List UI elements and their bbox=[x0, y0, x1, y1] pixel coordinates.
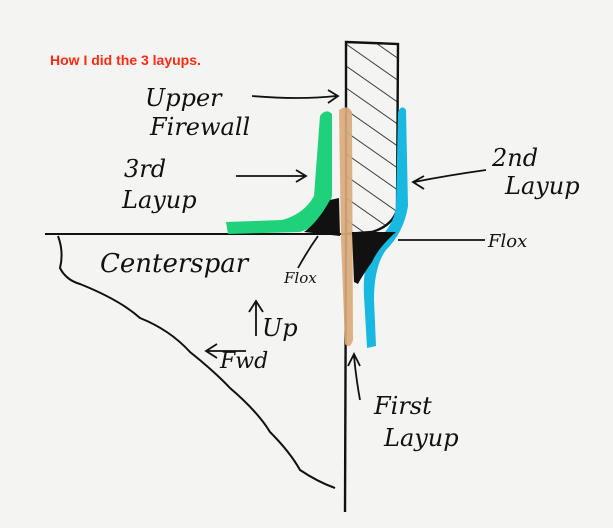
label-third-layup-1: 3rd bbox=[124, 155, 166, 183]
label-third-layup-2: Layup bbox=[121, 186, 197, 214]
label-centerspar: Centerspar bbox=[100, 249, 250, 279]
label-first-layup-2: Layup bbox=[383, 424, 459, 452]
fwd-arrow bbox=[204, 343, 246, 359]
label-flox-left: Flox bbox=[283, 269, 317, 287]
second-layup-strip bbox=[363, 107, 408, 348]
flox-left-pointer bbox=[297, 235, 319, 269]
second-layup-arrow bbox=[411, 169, 487, 190]
upper-firewall-block bbox=[344, 40, 400, 236]
third-layup-arrow bbox=[235, 169, 308, 183]
first-layup-arrow bbox=[347, 351, 361, 401]
label-second-layup-1: 2nd bbox=[491, 144, 538, 172]
label-first-layup-1: First bbox=[373, 392, 432, 420]
label-upper-firewall-2: Firewall bbox=[149, 113, 250, 141]
third-layup-strip bbox=[226, 111, 332, 234]
label-up: Up bbox=[262, 314, 298, 342]
flox-right-fillet bbox=[352, 232, 396, 284]
upper-firewall-arrow bbox=[251, 89, 340, 104]
label-upper-firewall-1: Upper bbox=[145, 84, 223, 112]
centerspar-outline bbox=[45, 233, 346, 489]
label-flox-right: Flox bbox=[487, 231, 527, 252]
up-arrow bbox=[248, 299, 264, 336]
flox-left-fillet bbox=[304, 198, 340, 236]
label-second-layup-2: Layup bbox=[504, 172, 580, 200]
diagram-caption: How I did the 3 layups. bbox=[50, 52, 201, 68]
label-fwd: Fwd bbox=[219, 349, 268, 374]
first-layup-strip bbox=[339, 107, 353, 347]
